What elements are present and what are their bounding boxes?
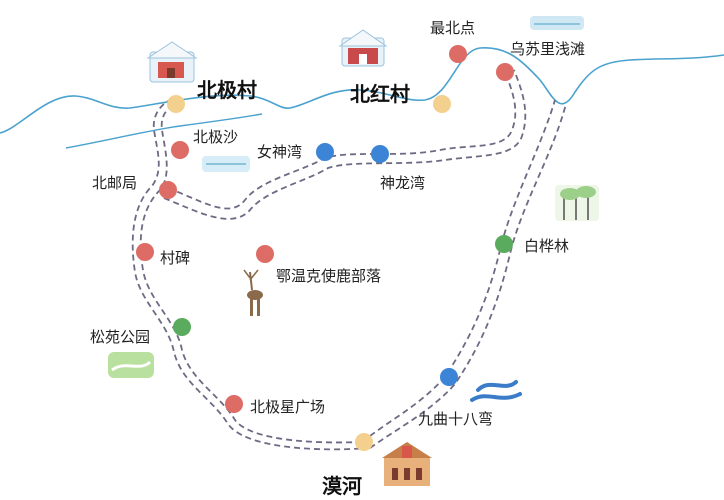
station-building-icon xyxy=(382,442,432,486)
stop-marker-cunbei[interactable] xyxy=(136,243,154,261)
ice-floe-icon xyxy=(202,156,250,172)
label-jiuqu: 九曲十八弯 xyxy=(418,410,494,428)
reindeer-icon xyxy=(243,269,263,316)
label-mohe: 漠河 xyxy=(322,474,362,498)
travel-route xyxy=(131,69,567,451)
river-branch xyxy=(65,113,263,149)
stop-marker-beiyouju[interactable] xyxy=(159,181,177,199)
label-shenlongwan: 神龙湾 xyxy=(380,174,426,192)
birch-forest-icon xyxy=(555,185,599,221)
stop-marker-nvshenwan[interactable] xyxy=(316,143,334,161)
stop-marker-eluoke[interactable] xyxy=(256,245,274,263)
label-cunbei: 村碑 xyxy=(160,249,191,267)
stop-marker-songyuan[interactable] xyxy=(173,318,191,336)
stop-marker-beihongcun[interactable] xyxy=(433,95,451,113)
label-beijisha: 北极沙 xyxy=(193,128,239,146)
stop-marker-beijicun[interactable] xyxy=(167,95,185,113)
winding-river-icon xyxy=(470,380,522,402)
stop-marker-baihualin[interactable] xyxy=(495,235,513,253)
river-line xyxy=(0,47,724,134)
label-eluoke: 鄂温克使鹿部落 xyxy=(276,267,382,285)
stop-marker-beijisha[interactable] xyxy=(171,141,189,159)
stop-marker-beijixing[interactable] xyxy=(225,395,243,413)
label-baihualin: 白桦林 xyxy=(524,237,570,255)
label-zuibeidian: 最北点 xyxy=(430,19,476,37)
label-beijixing: 北极星广场 xyxy=(250,398,326,416)
stop-marker-shenlongwan[interactable] xyxy=(371,145,389,163)
park-icon xyxy=(108,352,154,378)
label-nvshenwan: 女神湾 xyxy=(257,143,303,161)
label-beihongcun: 北红村 xyxy=(350,82,410,106)
label-beijicun: 北极村 xyxy=(197,78,257,102)
ice-floe-icon xyxy=(530,16,584,30)
label-wusuli: 乌苏里浅滩 xyxy=(510,40,586,58)
snow-house-icon xyxy=(146,41,198,83)
label-beiyouju: 北邮局 xyxy=(92,174,138,192)
red-house-icon xyxy=(338,29,388,67)
stop-marker-wusuli[interactable] xyxy=(496,63,514,81)
label-songyuan: 松苑公园 xyxy=(90,328,151,346)
stop-marker-zuibeidian[interactable] xyxy=(449,45,467,63)
stop-marker-jiuqu[interactable] xyxy=(440,368,458,386)
stop-marker-mohe[interactable] xyxy=(355,433,373,451)
